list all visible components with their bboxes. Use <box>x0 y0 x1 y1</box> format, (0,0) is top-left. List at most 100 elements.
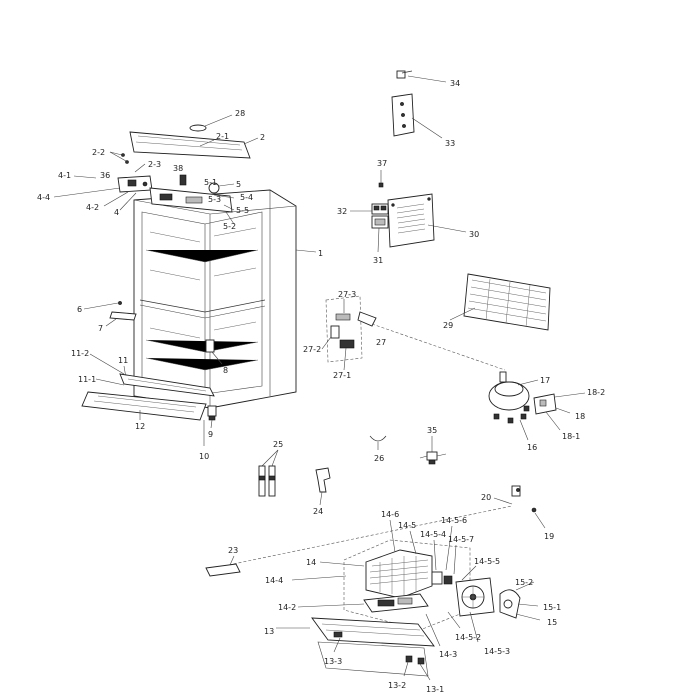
part-17-compressor <box>488 371 539 411</box>
part-37-screw <box>378 170 384 188</box>
callout-5-4: 5-4 <box>240 193 253 202</box>
callout-5-2: 5-2 <box>223 222 236 231</box>
callout-15-1: 15-1 <box>543 603 561 612</box>
part-6-screw <box>83 301 122 310</box>
callout-9: 9 <box>208 430 213 439</box>
callout-13-2: 13-2 <box>388 681 406 690</box>
callout-33: 33 <box>445 139 455 148</box>
part-26-clip <box>369 435 387 450</box>
callout-4-2: 4-2 <box>86 203 99 212</box>
part-19-screw <box>531 507 546 529</box>
callout-32: 32 <box>337 207 347 216</box>
callout-38: 38 <box>173 164 183 173</box>
callout-27-3: 27-3 <box>338 290 356 299</box>
callout-18: 18 <box>575 412 585 421</box>
callout-14-5-4: 14-5-4 <box>420 530 446 539</box>
callout-2: 2 <box>260 133 265 142</box>
callout-14-5-6: 14-5-6 <box>441 516 467 525</box>
part-16-base-mounts <box>493 405 530 441</box>
callout-20: 20 <box>481 493 491 502</box>
part-15-fan-guard <box>499 581 541 621</box>
callout-15: 15 <box>547 618 557 627</box>
callout-15-2: 15-2 <box>515 578 533 587</box>
callout-5-1: 5-1 <box>204 178 217 187</box>
callout-28: 28 <box>235 109 245 118</box>
callout-7: 7 <box>98 324 103 333</box>
callout-29: 29 <box>443 321 453 330</box>
callout-11-2: 11-2 <box>71 349 89 358</box>
part-1-cabinet <box>133 189 317 409</box>
callout-5-3: 5-3 <box>208 195 221 204</box>
part-23-drain-tube <box>205 555 241 577</box>
part-34-clip <box>396 70 447 83</box>
part-8-hinge <box>205 339 223 365</box>
part-35-valve <box>419 436 447 465</box>
part-14-5-fan-motor <box>431 571 495 643</box>
callout-11: 11 <box>118 356 128 365</box>
callout-6: 6 <box>77 305 82 314</box>
callout-17: 17 <box>540 376 550 385</box>
callout-23: 23 <box>228 546 238 555</box>
callout-14-2: 14-2 <box>278 603 296 612</box>
callout-30: 30 <box>469 230 479 239</box>
callout-18-2: 18-2 <box>587 388 605 397</box>
callout-4-4: 4-4 <box>37 193 50 202</box>
callout-2-2: 2-2 <box>92 148 105 157</box>
part-28-cap <box>189 114 233 132</box>
callout-31: 31 <box>373 256 383 265</box>
callout-36: 36 <box>100 171 110 180</box>
callout-1: 1 <box>318 249 323 258</box>
callout-13: 13 <box>264 627 274 636</box>
callout-5-5: 5-5 <box>236 206 249 215</box>
callout-11-1: 11-1 <box>78 375 96 384</box>
callout-18-1: 18-1 <box>562 432 580 441</box>
part-14-machine-compartment <box>343 539 471 631</box>
part-11-kick-plate <box>119 373 215 397</box>
callout-14-5-2: 14-5-2 <box>455 633 481 642</box>
part-5-control-panel <box>149 182 235 225</box>
callout-5: 5 <box>236 180 241 189</box>
callout-4-1: 4-1 <box>58 171 71 180</box>
part-31-control-box <box>371 215 389 253</box>
part-25-tubes <box>258 449 279 497</box>
part-18-relay-cover <box>533 392 586 431</box>
part-2-top-cover <box>129 131 259 159</box>
callout-2-1: 2-1 <box>216 132 229 141</box>
callout-14-5-3: 14-5-3 <box>484 647 510 656</box>
callout-26: 26 <box>374 454 384 463</box>
callout-4: 4 <box>114 208 119 217</box>
part-13-bottom-cover <box>276 617 435 681</box>
callout-13-3: 13-3 <box>324 657 342 666</box>
callout-37: 37 <box>377 159 387 168</box>
callout-27-2: 27-2 <box>303 345 321 354</box>
part-30-cover-plate <box>387 193 467 248</box>
callout-14: 14 <box>306 558 316 567</box>
drain-line <box>213 505 513 569</box>
part-32-control-board <box>350 203 389 215</box>
callout-14-4: 14-4 <box>265 576 283 585</box>
callout-16: 16 <box>527 443 537 452</box>
part-20-drain-fitting <box>493 485 521 505</box>
part-33-hinge-plate <box>391 93 443 139</box>
callout-34: 34 <box>450 79 460 88</box>
part-9-leveling-foot <box>207 405 217 429</box>
callout-27-1: 27-1 <box>333 371 351 380</box>
callout-14-6: 14-6 <box>381 510 399 519</box>
callout-14-5-5: 14-5-5 <box>474 557 500 566</box>
part-27-assembly <box>325 295 506 371</box>
callout-14-3: 14-3 <box>439 650 457 659</box>
part-12-base-grille <box>81 391 207 421</box>
part-4-hinge-bracket <box>103 175 153 211</box>
part-38-hinge-pin <box>134 163 187 186</box>
part-7-bracket <box>105 311 137 327</box>
callout-14-5-7: 14-5-7 <box>448 535 474 544</box>
callout-13-1: 13-1 <box>426 685 444 694</box>
callout-19: 19 <box>544 532 554 541</box>
callout-12: 12 <box>135 422 145 431</box>
part-24-fitting <box>315 467 331 506</box>
part-2-2-screws <box>109 151 129 164</box>
callout-10: 10 <box>199 452 209 461</box>
callout-14-5: 14-5 <box>398 521 416 530</box>
